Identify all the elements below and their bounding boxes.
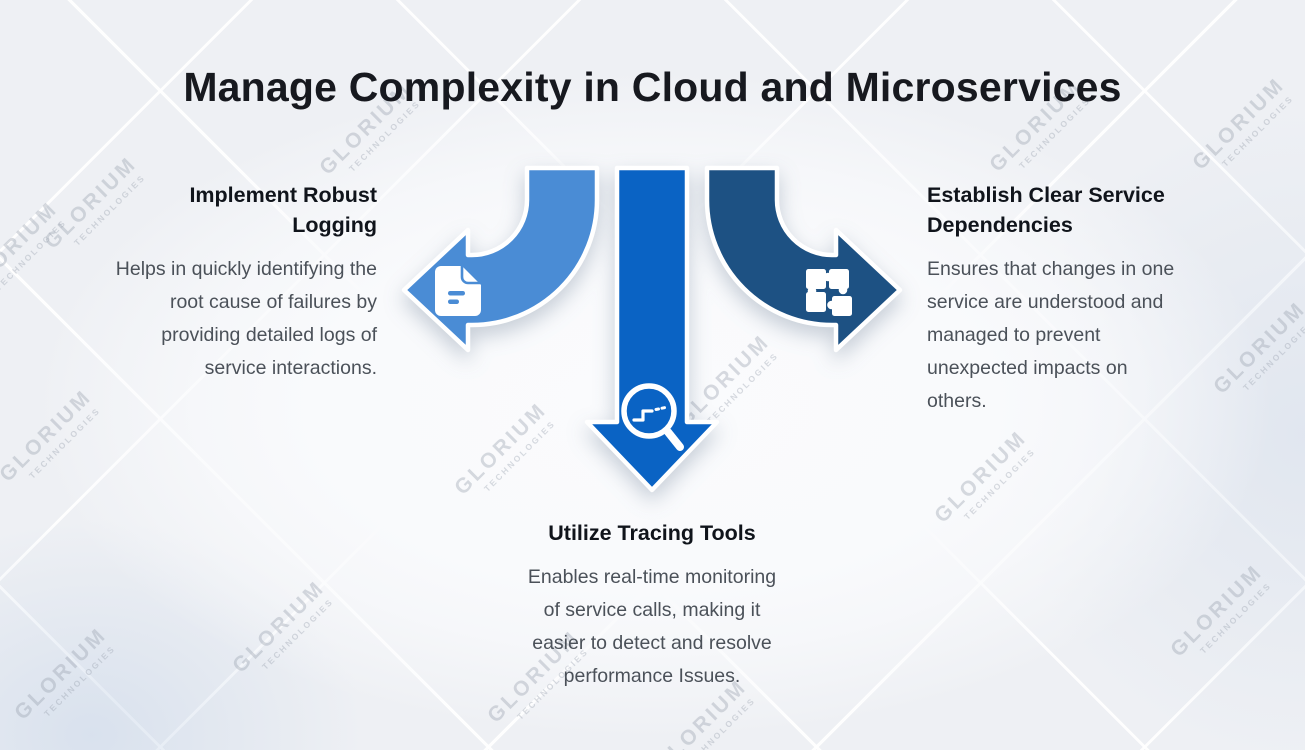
right-arrow xyxy=(704,165,903,353)
right-arrow-shape xyxy=(704,165,903,353)
section-tracing-body: Enables real-time monitoring of service … xyxy=(527,566,777,687)
left-arrow xyxy=(401,165,600,353)
section-tracing: Utilize Tracing Tools Enables real-time … xyxy=(472,518,832,693)
center-arrow-shape xyxy=(584,165,720,493)
section-logging: Implement Robust Logging Helps in quickl… xyxy=(37,180,377,385)
section-dependencies-heading: Establish Clear Service Dependencies xyxy=(927,183,1165,237)
left-arrow-shape xyxy=(401,165,600,353)
section-tracing-heading: Utilize Tracing Tools xyxy=(548,521,756,545)
section-dependencies-body: Ensures that changes in one service are … xyxy=(927,258,1175,412)
page-title: Manage Complexity in Cloud and Microserv… xyxy=(183,64,1122,110)
puzzle-icon xyxy=(806,269,852,316)
center-arrow xyxy=(584,165,720,493)
section-logging-body: Helps in quickly identifying the root ca… xyxy=(115,258,377,379)
section-logging-heading: Implement Robust Logging xyxy=(189,183,377,237)
document-icon xyxy=(435,265,481,316)
trace-magnifier-icon xyxy=(621,383,684,451)
section-dependencies: Establish Clear Service Dependencies Ens… xyxy=(927,180,1237,418)
